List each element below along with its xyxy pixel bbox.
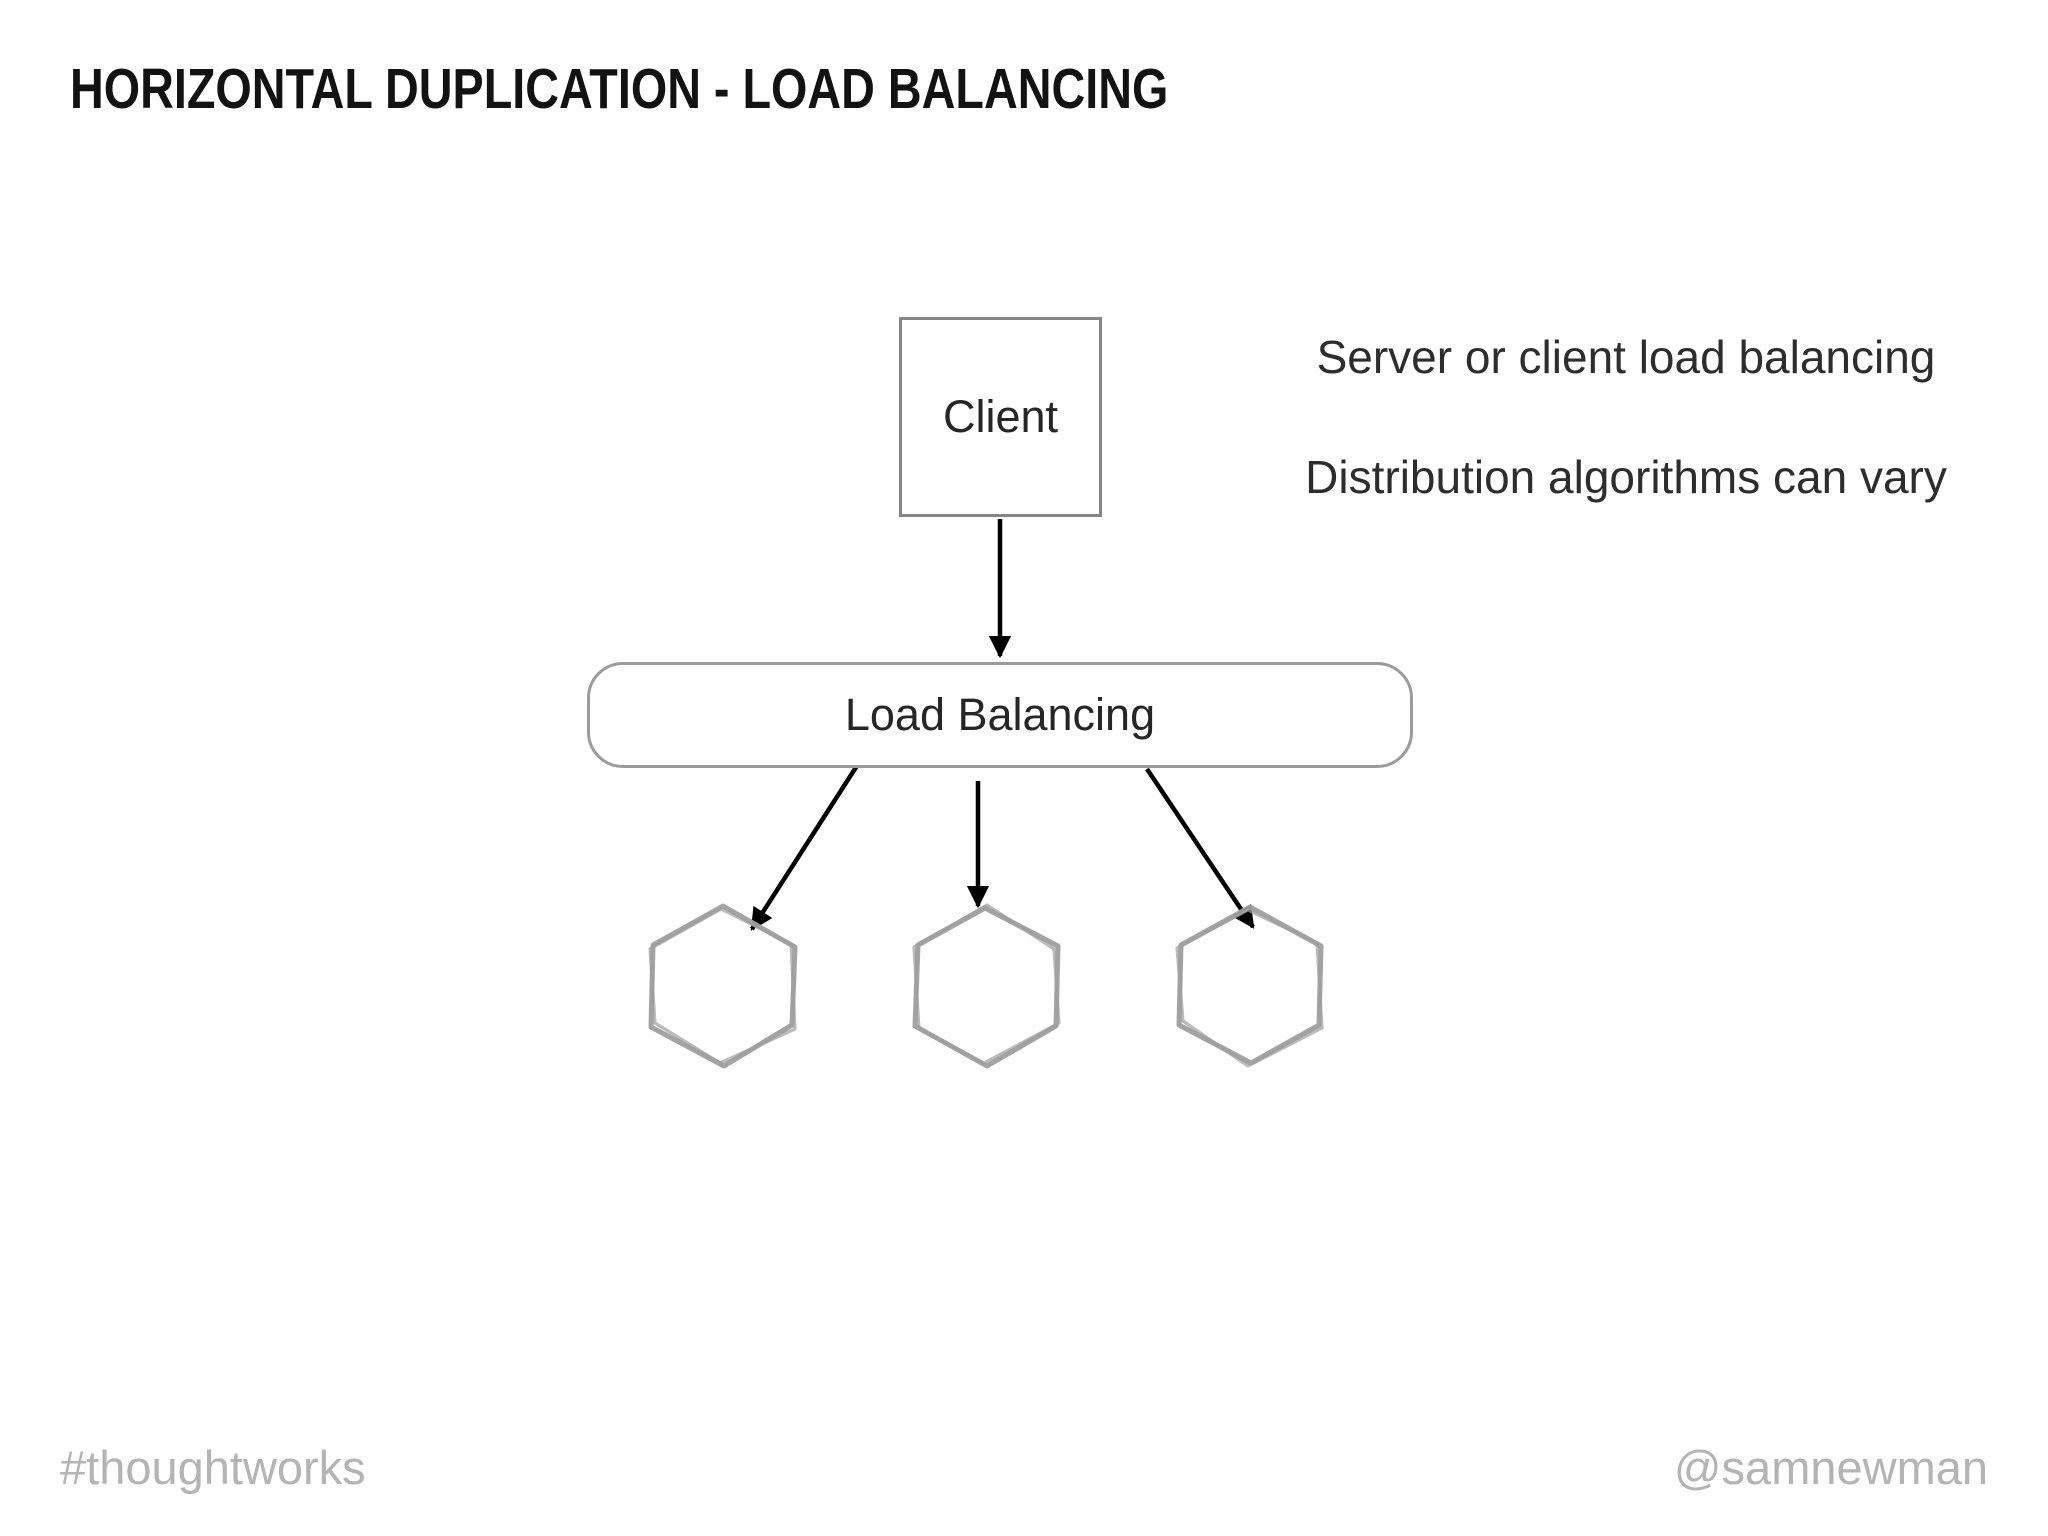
note-distribution-algorithms: Distribution algorithms can vary xyxy=(1305,451,1947,503)
instance-hexagon-2 xyxy=(912,903,1061,1069)
lb-to-instance-1-arrow xyxy=(750,759,862,931)
client-node-label: Client xyxy=(942,391,1059,442)
instance-hexagon-1 xyxy=(648,903,798,1069)
slide-title: HORIZONTAL DUPLICATION - LOAD BALANCING xyxy=(70,57,1169,121)
footer-twitter-handle: @samnewman xyxy=(1673,1441,1988,1494)
note-server-or-client: Server or client load balancing xyxy=(1316,331,1936,383)
instance-hexagon-3 xyxy=(1175,904,1324,1068)
footer-hashtag: #thoughtworks xyxy=(60,1441,366,1494)
load-balancer-node-label: Load Balancing xyxy=(844,689,1156,740)
load-balancer-node: Load Balancing xyxy=(587,662,1413,768)
lb-to-instance-3-arrow xyxy=(1145,767,1255,929)
client-node: Client xyxy=(899,317,1102,517)
